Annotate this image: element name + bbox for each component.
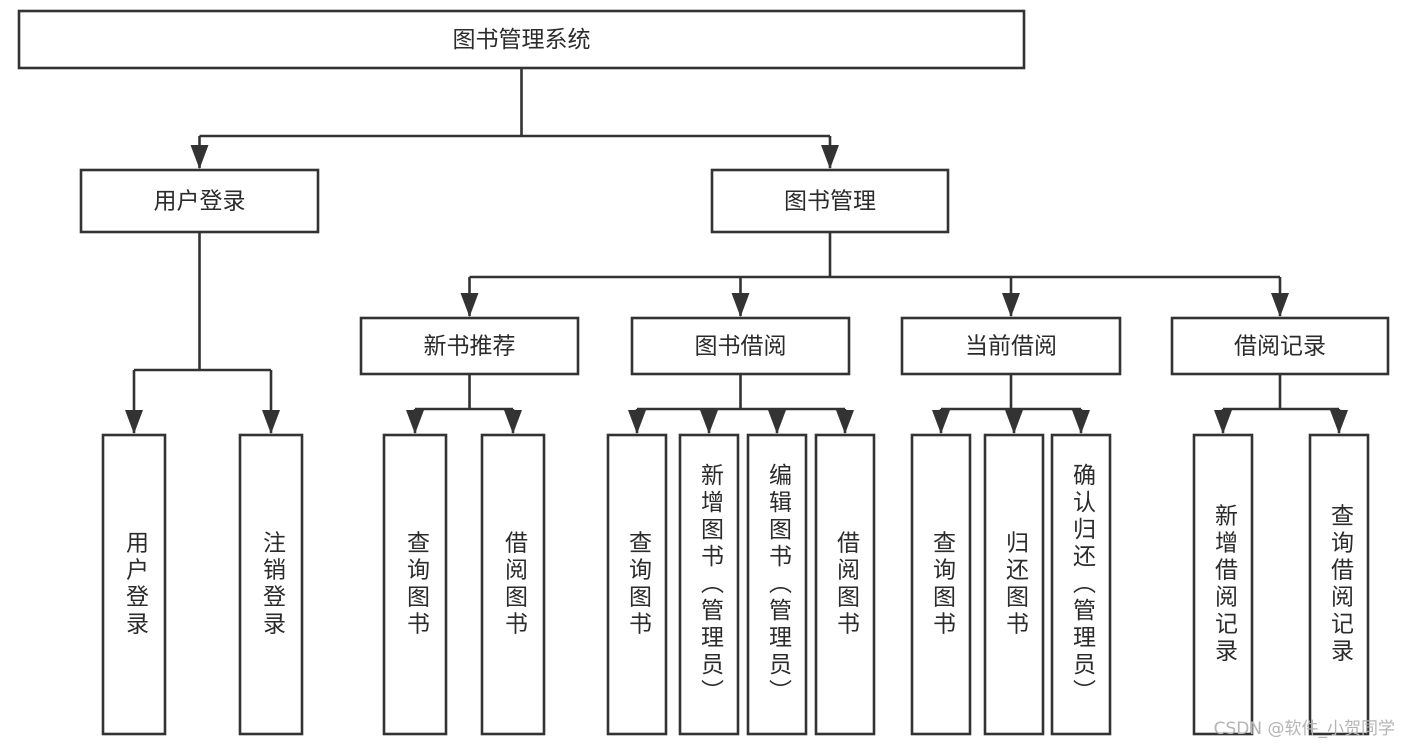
node-rect[interactable] (359, 316, 580, 376)
submodule-node-borrow-record[interactable]: 借阅记录 (1170, 316, 1390, 376)
node-label: 编辑图书（管理员） (765, 463, 793, 706)
node-label: 查询图书 (625, 531, 653, 639)
node-rect[interactable] (678, 433, 740, 736)
node-label: 借阅记录 (1234, 334, 1326, 360)
leaf-node-leaf-logout[interactable]: 注销登录 (238, 433, 304, 736)
node-label: 查询借阅记录 (1327, 504, 1355, 666)
leaf-node-leaf-query-book-recommend[interactable]: 查询图书 (382, 433, 448, 736)
arrow-head-icon (700, 410, 718, 434)
csdn-watermark: CSDN @软件_小贺同学 (1213, 719, 1395, 739)
node-label: 新书推荐 (424, 334, 516, 360)
node-rect[interactable] (79, 168, 320, 234)
arrow-head-icon (1002, 293, 1020, 317)
node-label: 注销登录 (259, 531, 287, 639)
node-rect[interactable] (1308, 433, 1370, 736)
node-rect[interactable] (17, 9, 1026, 70)
node-rect[interactable] (900, 316, 1122, 376)
node-label: 查询图书 (929, 531, 957, 639)
node-label: 查询图书 (403, 531, 431, 639)
node-label: 新增借阅记录 (1211, 504, 1239, 666)
node-rect[interactable] (1050, 433, 1112, 736)
arrow-head-icon (1005, 410, 1023, 434)
node-label: 借阅图书 (833, 531, 861, 639)
arrow-head-icon (1072, 410, 1090, 434)
node-rect[interactable] (382, 433, 448, 736)
module-node-user-login-module[interactable]: 用户登录 (79, 168, 320, 234)
leaf-node-leaf-user-login[interactable]: 用户登录 (101, 433, 167, 736)
arrow-head-icon (190, 145, 209, 169)
submodule-node-new-book-recommend[interactable]: 新书推荐 (359, 316, 580, 376)
arrow-head-icon (1330, 410, 1348, 434)
node-label: 图书借阅 (695, 334, 787, 360)
node-rect[interactable] (746, 433, 808, 736)
leaf-node-leaf-query-book-current[interactable]: 查询图书 (910, 433, 972, 736)
arrow-head-icon (821, 145, 839, 169)
node-rect[interactable] (101, 433, 167, 736)
node-layer: 图书管理系统用户登录图书管理新书推荐图书借阅当前借阅借阅记录用户登录注销登录查询… (17, 9, 1390, 736)
connector-layer (125, 68, 1348, 434)
module-node-book-management-module[interactable]: 图书管理 (710, 168, 950, 234)
submodule-node-current-borrow[interactable]: 当前借阅 (900, 316, 1122, 376)
arrow-head-icon (628, 410, 646, 434)
leaf-node-leaf-add-borrow-record[interactable]: 新增借阅记录 (1192, 433, 1254, 736)
node-label: 用户登录 (122, 531, 150, 639)
node-rect[interactable] (238, 433, 304, 736)
arrow-head-icon (460, 293, 479, 317)
node-rect[interactable] (1192, 433, 1254, 736)
leaf-node-leaf-query-borrow-record[interactable]: 查询借阅记录 (1308, 433, 1370, 736)
leaf-node-leaf-edit-book-admin[interactable]: 编辑图书（管理员） (746, 433, 808, 736)
arrow-head-icon (262, 410, 280, 434)
node-label: 借阅图书 (501, 531, 529, 639)
leaf-node-leaf-return-book[interactable]: 归还图书 (983, 433, 1045, 736)
node-rect[interactable] (630, 316, 851, 376)
node-rect[interactable] (910, 433, 972, 736)
node-label: 当前借阅 (965, 334, 1057, 360)
root-node-root[interactable]: 图书管理系统 (17, 9, 1026, 70)
arrow-head-icon (836, 410, 854, 434)
arrow-head-icon (406, 410, 424, 434)
node-rect[interactable] (710, 168, 950, 234)
node-rect[interactable] (1170, 316, 1390, 376)
leaf-node-leaf-borrow-book-recommend[interactable]: 借阅图书 (480, 433, 546, 736)
node-label: 用户登录 (154, 189, 246, 215)
arrow-head-icon (1214, 410, 1232, 434)
node-label: 确认归还（管理员） (1069, 463, 1097, 706)
submodule-node-book-borrow[interactable]: 图书借阅 (630, 316, 851, 376)
node-rect[interactable] (606, 433, 668, 736)
arrow-head-icon (504, 410, 522, 434)
node-label: 图书管理 (784, 189, 876, 215)
arrow-head-icon (731, 293, 750, 317)
arrow-head-icon (768, 410, 786, 434)
arrow-head-icon (125, 410, 143, 434)
node-rect[interactable] (814, 433, 876, 736)
leaf-node-leaf-borrow-book[interactable]: 借阅图书 (814, 433, 876, 736)
node-rect[interactable] (480, 433, 546, 736)
node-label: 新增图书（管理员） (697, 463, 725, 706)
leaf-node-leaf-confirm-return-admin[interactable]: 确认归还（管理员） (1050, 433, 1112, 736)
node-rect[interactable] (983, 433, 1045, 736)
arrow-head-icon (1271, 293, 1289, 317)
node-label: 图书管理系统 (453, 27, 591, 53)
arrow-head-icon (932, 410, 950, 434)
leaf-node-leaf-query-book-borrow[interactable]: 查询图书 (606, 433, 668, 736)
node-label: 归还图书 (1002, 531, 1030, 639)
leaf-node-leaf-add-book-admin[interactable]: 新增图书（管理员） (678, 433, 740, 736)
